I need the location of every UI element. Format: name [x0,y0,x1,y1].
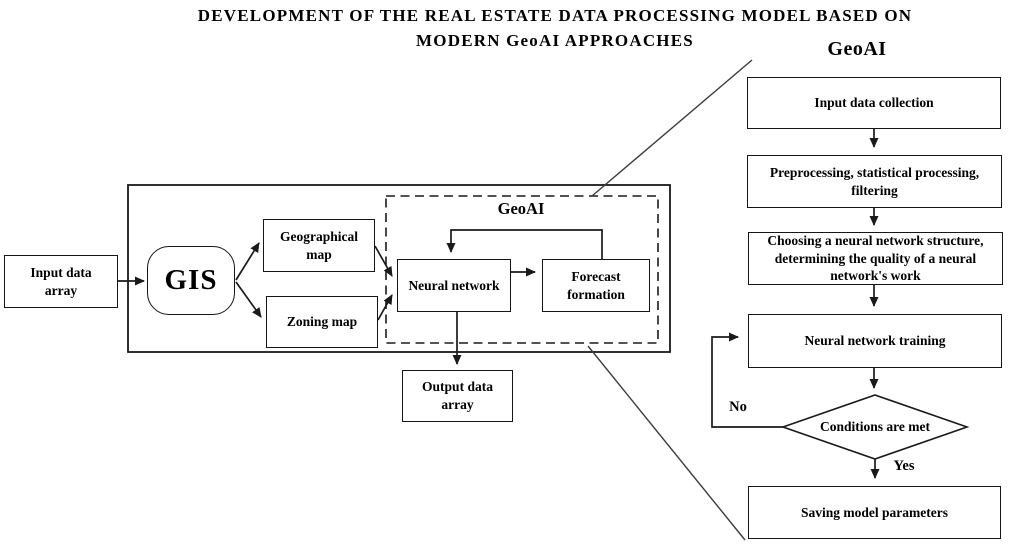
geoai-dashed-box-label: GeoAI [497,199,545,219]
node-forecast-formation: Forecast formation [542,259,650,312]
decision-diamond-label: Conditions are met [820,419,930,435]
node-saving-model-parameters: Saving model parameters [748,486,1001,539]
node-neural-network: Neural network [397,259,511,312]
node-output-data-array: Output data array [402,370,513,422]
gis-system-outer-box [127,184,671,353]
connector-line-top [591,59,753,197]
node-preprocessing: Preprocessing, statistical processing, f… [747,155,1002,208]
node-gis: GIS [147,246,235,315]
diagram-title: DEVELOPMENT OF THE REAL ESTATE DATA PROC… [197,6,913,50]
arrow-zoning-map-to-neural-network [377,294,393,321]
node-geographical-map: Geographical map [263,219,375,272]
node-choosing-structure: Choosing a neural network structure, det… [748,232,1003,285]
edge-label-yes: Yes [893,457,915,474]
geoai-dashed-box [385,195,659,344]
connector-line-bottom [587,345,746,541]
node-input-data-array: Input data array [4,255,118,308]
node-neural-network-training: Neural network training [748,314,1002,368]
arrow-forecast-feedback-to-neural-network [446,229,603,259]
arrow-geographical-map-to-neural-network [374,245,393,277]
arrow-gis-to-zoning-map [235,281,262,318]
arrow-decision-no-loop-to-training [711,332,783,428]
geoai-flowchart-heading: GeoAI [827,38,887,60]
edge-label-no: No [729,398,747,415]
arrow-gis-to-geographical-map [235,242,260,281]
node-input-data-collection: Input data collection [747,77,1001,129]
node-zoning-map: Zoning map [266,296,378,348]
